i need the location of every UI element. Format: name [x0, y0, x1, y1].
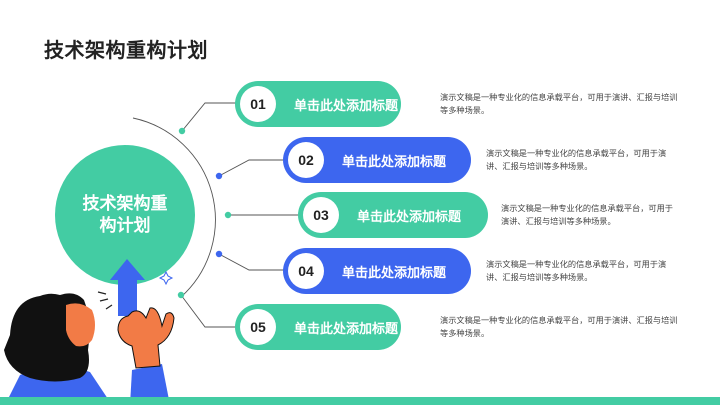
- dot-03: [224, 211, 232, 219]
- item-05-pill[interactable]: 05 单击此处添加标题: [235, 304, 401, 350]
- item-01-desc[interactable]: 演示文稿是一种专业化的信息承载平台，可用于演讲、汇报与培训等多种场景。: [440, 93, 678, 115]
- item-05-title[interactable]: 单击此处添加标题: [294, 320, 399, 336]
- item-03-title[interactable]: 单击此处添加标题: [357, 208, 462, 224]
- item-05-desc[interactable]: 演示文稿是一种专业化的信息承载平台，可用于演讲、汇报与培训等多种场景。: [440, 316, 678, 338]
- item-04-desc[interactable]: 演示文稿是一种专业化的信息承载平台，可用于演讲、汇报与培训等多种场景。: [486, 260, 667, 282]
- item-04-number: 04: [288, 253, 324, 289]
- item-03-pill[interactable]: 03 单击此处添加标题: [298, 192, 488, 238]
- connector-01: [181, 102, 240, 132]
- item-01-number: 01: [240, 86, 276, 122]
- item-04-pill[interactable]: 04 单击此处添加标题: [283, 248, 471, 294]
- item-02-number: 02: [288, 142, 324, 178]
- center-label: 技术架构重构计划: [82, 194, 168, 235]
- connector-02: [218, 159, 285, 177]
- connector-05: [180, 294, 240, 328]
- item-04-title[interactable]: 单击此处添加标题: [342, 264, 447, 280]
- item-02-pill[interactable]: 02 单击此处添加标题: [283, 137, 471, 183]
- item-03-desc[interactable]: 演示文稿是一种专业化的信息承载平台，可用于演讲、汇报与培训等多种场景。: [501, 204, 673, 226]
- item-03-number: 03: [303, 197, 339, 233]
- dot-04: [215, 250, 223, 258]
- center-circle: 技术架构重构计划: [55, 145, 195, 285]
- item-02-title[interactable]: 单击此处添加标题: [342, 153, 447, 169]
- item-02-desc[interactable]: 演示文稿是一种专业化的信息承载平台，可用于演讲、汇报与培训等多种场景。: [486, 149, 667, 171]
- connector-04: [218, 253, 285, 271]
- dot-01: [178, 127, 186, 135]
- outer-arc: [132, 117, 216, 298]
- item-01-title[interactable]: 单击此处添加标题: [294, 97, 399, 113]
- item-05-number: 05: [240, 309, 276, 345]
- dot-05: [177, 291, 185, 299]
- item-01-pill[interactable]: 01 单击此处添加标题: [235, 81, 401, 127]
- bottom-accent-bar: [0, 397, 720, 405]
- dot-02: [215, 172, 223, 180]
- page-title: 技术架构重构计划: [44, 40, 208, 62]
